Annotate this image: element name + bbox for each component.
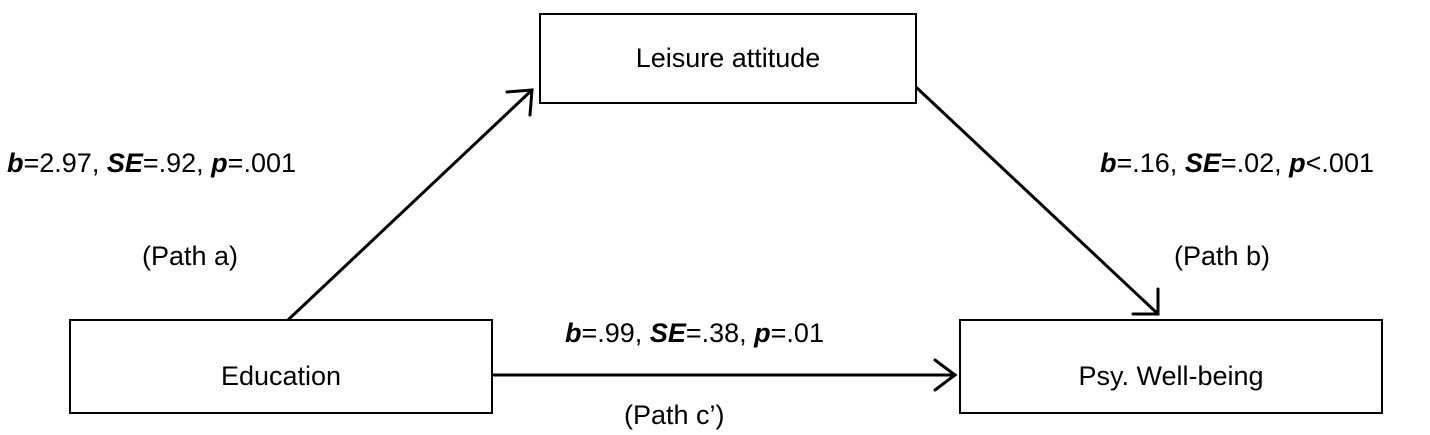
path-c-p-symbol: p — [754, 318, 771, 348]
node-psy-well-being-label: Psy. Well-being — [1078, 361, 1264, 391]
path-a-p-value: =.001 — [227, 148, 296, 178]
path-a-stats: b=2.97, SE=.92, p=.001 — [7, 150, 296, 177]
arrow-path-b — [915, 86, 1160, 316]
path-b-se-symbol: SE — [1184, 148, 1221, 178]
path-c-stats: b=.99, SE=.38, p=.01 — [565, 320, 824, 347]
node-leisure-attitude-label: Leisure attitude — [635, 43, 821, 73]
path-c-b-symbol: b — [565, 318, 582, 348]
path-a-b-value: =2.97, — [23, 148, 107, 178]
arrow-path-c — [490, 358, 958, 392]
node-education-label: Education — [220, 361, 342, 391]
path-b-b-value: =.16, — [1116, 148, 1185, 178]
path-a-b-symbol: b — [7, 148, 24, 178]
path-a-se-symbol: SE — [106, 148, 143, 178]
path-b-stats: b=.16, SE=.02, p<.001 — [1100, 150, 1374, 177]
path-b-b-symbol: b — [1100, 148, 1117, 178]
path-c-se-value: =.38, — [685, 318, 755, 348]
path-b-se-value: =.02, — [1220, 148, 1290, 178]
node-leisure-attitude: Leisure attitude — [539, 13, 917, 104]
arrow-path-a — [286, 88, 534, 322]
path-a-se-value: =.92, — [142, 148, 212, 178]
path-b-p-symbol: p — [1289, 148, 1306, 178]
path-b-name: (Path b) — [1174, 241, 1271, 271]
path-a-p-symbol: p — [211, 148, 228, 178]
path-a-name: (Path a) — [142, 241, 239, 271]
node-education: Education — [69, 319, 493, 414]
node-psy-well-being: Psy. Well-being — [959, 319, 1383, 414]
path-c-p-value: =.01 — [770, 318, 824, 348]
path-c-se-symbol: SE — [649, 318, 686, 348]
path-c-b-value: =.99, — [581, 318, 650, 348]
path-b-p-value: <.001 — [1305, 148, 1374, 178]
path-c-name: (Path c’) — [624, 400, 725, 430]
